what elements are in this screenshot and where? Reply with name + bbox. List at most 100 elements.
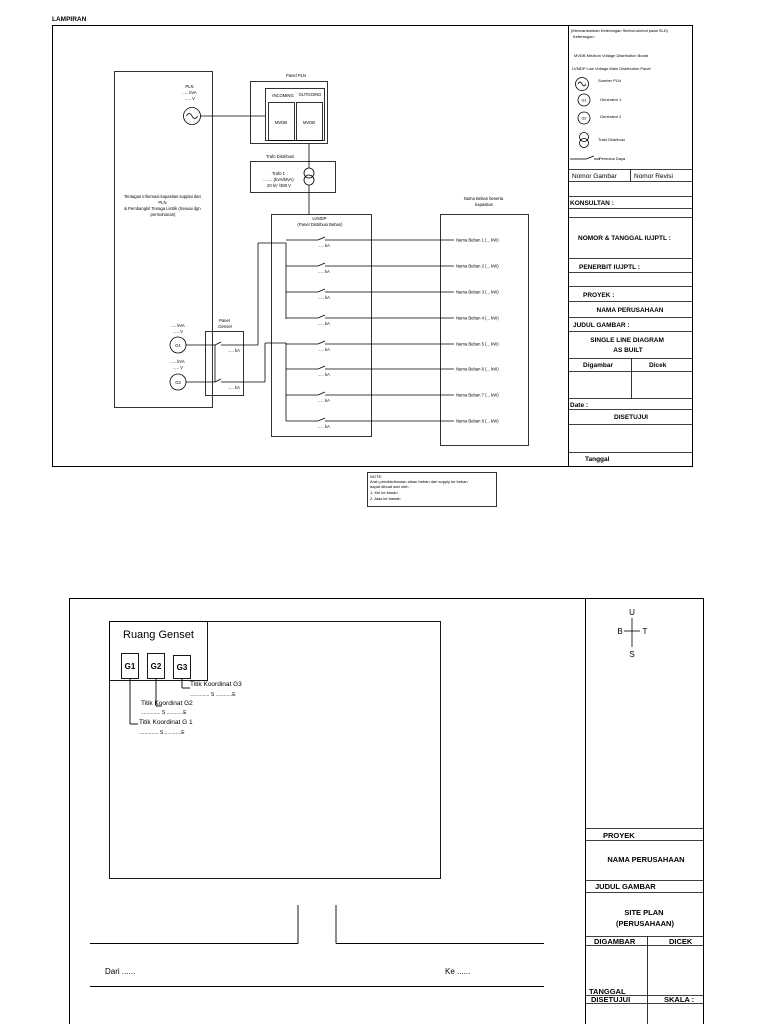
legend-breaker-text: Pemutus Daya [599, 156, 626, 161]
proyek: PROYEK : [583, 292, 614, 299]
trafo-title: Trafo Distribusi [266, 154, 294, 159]
panel-genset-line-1: Panel [219, 318, 231, 323]
mvdb-outgoing-label: MVDB [303, 120, 315, 125]
panel-pln-inner [265, 88, 325, 141]
breaker-label-2: ..... kA [318, 269, 330, 274]
pln-kva: ..... kVA [182, 90, 197, 95]
g2-breaker-label: ..... kA [228, 385, 240, 390]
breaker-label-4: ..... kA [318, 321, 330, 326]
coord-g2-label: Titik Koordinat G2 [141, 700, 193, 707]
note-line-2: Arah pendistribusian aliran beban dari s… [370, 479, 468, 484]
load-header-line-1: Nama Beban beserta [464, 196, 504, 201]
legend-g1-icon-label: G1 [581, 99, 586, 103]
site-dicek: DICEK [669, 937, 693, 946]
g1-feeder [186, 242, 286, 346]
digambar: Digambar [583, 362, 613, 369]
legend-header-line-2: Keterangan : [573, 34, 596, 39]
trafo-box [250, 161, 336, 193]
breaker-label-6: ..... kA [318, 372, 330, 377]
breaker-feeder-8 [286, 417, 454, 422]
panel-genset-label: Panel Genset [218, 318, 232, 329]
legend-header: (Mencantumkan Keterangan Simbol-simbol p… [571, 28, 669, 39]
legend-trafo-text: Trafo Distribusi [598, 137, 625, 142]
incoming-label: INCOMING [272, 93, 293, 98]
g1-rating: ..... kVA ..... V [170, 323, 185, 334]
info-box-text: Tentagan informasi kapasitas supplai dar… [124, 194, 202, 217]
genset-room [109, 621, 208, 681]
mvdb-incoming-label: MVDB [275, 120, 287, 125]
trafo-line-1: Trafo 1 [272, 171, 286, 176]
note-line-4: 1. Kiri ke kanan [370, 490, 398, 495]
site-judul-gambar: JUDUL GAMBAR [595, 882, 656, 891]
site-digambar: DIGAMBAR [594, 937, 636, 946]
breaker-feeder-5 [286, 340, 454, 345]
coord-g2-value: .............. S ............E [141, 710, 187, 716]
info-line-1: Tentagan informasi kapasitas supplai dar… [124, 194, 201, 199]
dicek: Dicek [649, 362, 667, 369]
breaker-feeder-2 [286, 262, 454, 267]
legend-pln-text: Sumber PLN [598, 78, 621, 83]
penerbit-iujptl: PENERBIT IUJPTL : [579, 264, 640, 271]
load-label-6: Nama Beban 6 (... kW) [456, 367, 499, 372]
load-header: Nama Beban beserta kapasitas [464, 196, 505, 207]
g2-feeder [186, 342, 286, 383]
load-label-2: Nama Beban 2 (... kW) [456, 264, 499, 269]
load-label-7: Nama Beban 7 (... kW) [456, 393, 499, 398]
date: Date : [570, 402, 588, 409]
plot-boundary [109, 621, 441, 879]
compass-north: U [629, 608, 635, 617]
legend-mvdb: MVDB Medium Voltage Distribution Board [574, 53, 648, 58]
road-from: Dari ...... [105, 967, 135, 976]
nomor-revisi: Nomor Revisi [634, 173, 673, 180]
load-box [440, 214, 529, 446]
sld-frame [52, 25, 693, 467]
breaker-label-8: ..... kA [318, 424, 330, 429]
site-judul-value: SITE PLAN (PERUSAHAAN) [616, 908, 674, 928]
panel-genset [205, 331, 244, 396]
compass-east: T [643, 627, 648, 636]
coordinate-leaders [129, 678, 190, 725]
load-label-4: Nama Beban 4 (... kW) [456, 316, 499, 321]
site-judul-value-line-2: (PERUSAHAAN) [616, 919, 674, 928]
pln-source-symbol [183, 107, 201, 125]
compass-icon: U B T S [617, 608, 647, 659]
lvmdp-line-1: LVMDP [312, 216, 326, 221]
load-labels: Nama Beban 1 (... kW)Nama Beban 2 (... k… [456, 238, 499, 424]
heading: LAMPIRAN [52, 16, 87, 23]
legend-breaker-icon [570, 155, 600, 160]
panel-pln [250, 81, 328, 144]
breaker-feeder-3 [286, 288, 454, 293]
load-label-5: Nama Beban 5 (... kW) [456, 342, 499, 347]
g2-kva: ..... kVA [170, 359, 185, 364]
breaker-label-1: ..... kA [318, 243, 330, 248]
info-box [114, 71, 213, 408]
access-road [90, 905, 544, 987]
breaker-feeder-4 [286, 314, 454, 319]
note-line-1: NOTE: [370, 474, 382, 479]
g2-volt: ..... V [173, 365, 183, 370]
legend-pln-icon [575, 77, 589, 91]
pln-name: PLN [185, 84, 193, 89]
info-line-4: permohonan) [151, 212, 177, 217]
mvdb-outgoing [296, 102, 323, 141]
pln-volt: ..... V [185, 96, 195, 101]
coord-g1-label: Titik Koordinat G 1 [139, 719, 193, 726]
lvmdp-breakers: ..... kA ..... kA ..... kA ..... kA ..... kA… [286, 236, 454, 429]
legend-g2-icon [577, 111, 591, 125]
legend-g2-text: Generator 2 [600, 114, 622, 119]
g2-box-label: G2 [151, 662, 162, 671]
site-nama-perusahaan: NAMA PERUSAHAAN [607, 855, 684, 864]
panel-pln-title: Panel PLN [286, 73, 306, 78]
nomor-gambar: Nomor Gambar [572, 173, 618, 180]
coord-g3-label: Titik Koordinat G3 [190, 681, 242, 688]
coord-g1-value: .............. S ............E [139, 730, 185, 736]
breaker-feeder-1 [286, 236, 454, 241]
trafo-symbol [303, 167, 315, 186]
legend-g1-icon [577, 93, 591, 107]
info-line-3: & Pembangkit Tenaga Listrik (Sesuai dgn [124, 206, 201, 211]
load-label-8: Nama Beban 8 (... kW) [456, 419, 499, 424]
judul-value-line-1: SINGLE LINE DIAGRAM [590, 337, 664, 344]
road-to: Ke ...... [445, 967, 470, 976]
